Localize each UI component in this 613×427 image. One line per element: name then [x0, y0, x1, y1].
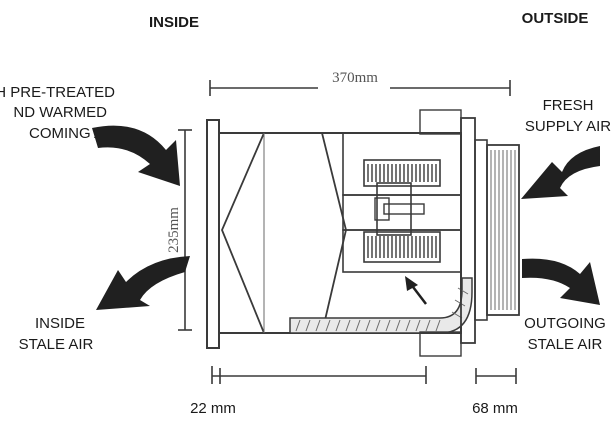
svg-text:SUPPLY AIR: SUPPLY AIR: [525, 118, 611, 135]
outside-grille: [486, 144, 520, 316]
depth-dimension-right: 68 mm: [472, 368, 518, 417]
outside-header: OUTSIDE: [522, 10, 589, 27]
length-label: 370mm: [332, 70, 378, 86]
svg-text:OUTGOING: OUTGOING: [524, 315, 606, 332]
left-depth-label: 22 mm: [190, 400, 236, 417]
svg-text:STALE AIR: STALE AIR: [19, 336, 94, 353]
height-dimension: 235mm: [166, 129, 192, 331]
height-label: 235mm: [166, 207, 182, 253]
inside-wall-plate: [206, 119, 220, 349]
inside-stale-label: INSIDE STALE AIR: [19, 315, 94, 353]
outside-collar: [419, 109, 520, 357]
unit-body: [218, 132, 473, 334]
stale-air-out-arrow: [96, 256, 190, 310]
outgoing-stale-label: OUTGOING STALE AIR: [524, 315, 606, 353]
depth-dimension-left: 22 mm: [190, 366, 427, 417]
incoming-air-arrow: [92, 125, 180, 186]
svg-text:FRESH: FRESH: [543, 97, 594, 114]
fresh-supply-label: FRESH SUPPLY AIR: [525, 97, 611, 135]
supply-fan: [363, 159, 441, 187]
svg-text:ND WARMED: ND WARMED: [13, 104, 107, 121]
svg-text:H PRE-TREATED: H PRE-TREATED: [0, 84, 115, 101]
outgoing-stale-arrow: [522, 258, 600, 305]
length-dimension: 370mm: [209, 70, 511, 96]
stale-air-duct: [289, 277, 473, 334]
extract-fan: [363, 231, 441, 263]
fresh-supply-arrow: [521, 146, 600, 199]
svg-text:STALE AIR: STALE AIR: [528, 336, 603, 353]
svg-text:INSIDE: INSIDE: [35, 315, 85, 332]
inside-header: INSIDE: [149, 14, 199, 31]
right-depth-label: 68 mm: [472, 400, 518, 417]
